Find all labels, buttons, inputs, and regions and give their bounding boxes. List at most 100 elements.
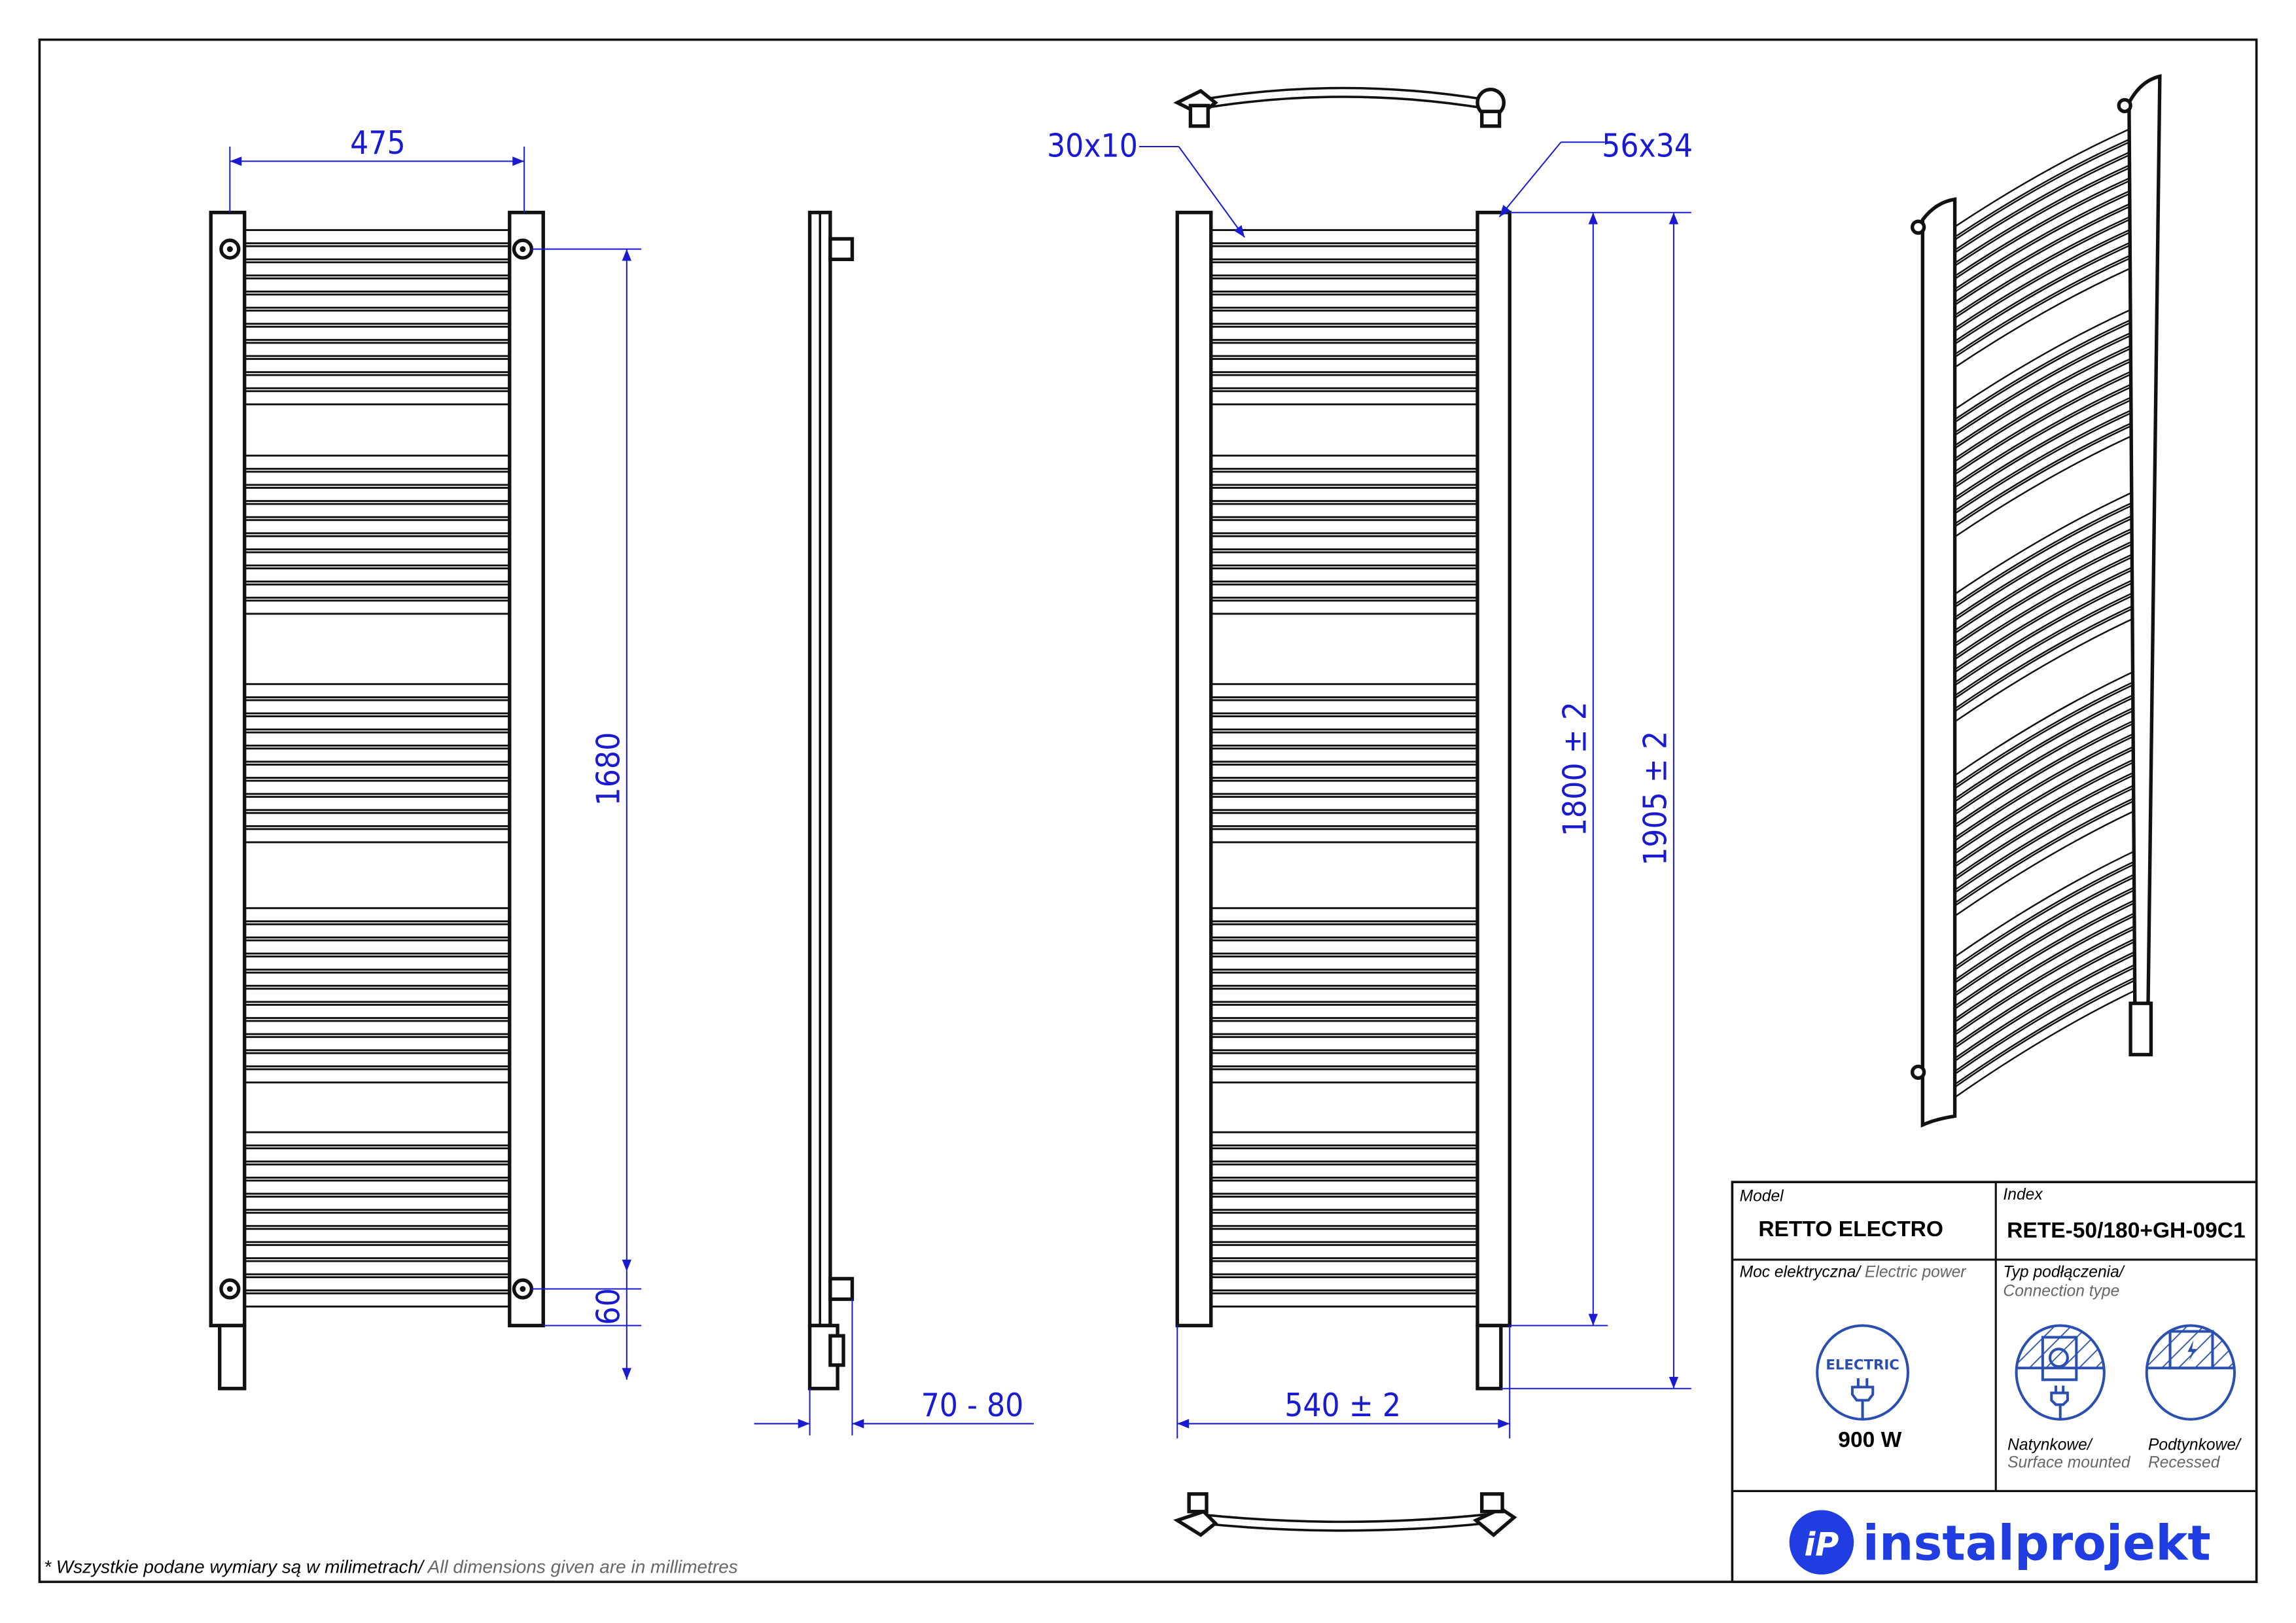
rung (1210, 763, 1479, 779)
rung (1210, 1228, 1479, 1243)
dim-1680: 1680 (590, 732, 627, 806)
instalprojekt-logo: iP instalprojekt (1789, 1510, 2211, 1575)
rung (243, 374, 511, 389)
rung (1210, 779, 1479, 795)
rung (1210, 747, 1479, 763)
rung (1210, 907, 1479, 923)
rung (1210, 1147, 1479, 1163)
rung (243, 277, 511, 293)
rung (243, 1276, 511, 1292)
rung (1210, 261, 1479, 277)
rung (1210, 1131, 1479, 1147)
svg-text:* Wszystkie podane wymiary są: * Wszystkie podane wymiary są w milimetr… (44, 1557, 738, 1577)
rung (1210, 519, 1479, 535)
bottom-view (1173, 1492, 1517, 1538)
power-label-en: Electric power (1865, 1264, 1967, 1281)
power-label-pl: Moc elektryczna/ (1740, 1264, 1862, 1281)
rung (1210, 715, 1479, 731)
rung (1210, 1003, 1479, 1019)
rung (243, 828, 511, 844)
rung (243, 988, 511, 1003)
rung (243, 261, 511, 277)
rung (243, 1211, 511, 1227)
rung (1210, 1211, 1479, 1227)
rung (243, 796, 511, 812)
rung (1210, 245, 1479, 260)
rung (243, 1131, 511, 1147)
rear-view: 30x10 56x34 1800 ± 2 1905 ± 2 540 ± 2 (1047, 86, 1693, 1538)
rung (243, 503, 511, 518)
electric-plug-icon: ELECTRIC (1816, 1324, 1909, 1421)
rung (1210, 971, 1479, 987)
rung (1210, 583, 1479, 599)
rung (243, 939, 511, 955)
rung (243, 1036, 511, 1052)
dim-60: 60 (590, 1288, 627, 1325)
surface-label-pl: Natynkowe/ (2007, 1436, 2093, 1454)
footnote-pl: * Wszystkie podane wymiary są w milimetr… (44, 1557, 425, 1577)
dim-depth: 70 - 80 (921, 1386, 1024, 1424)
rung (1210, 1036, 1479, 1052)
rung (1210, 828, 1479, 844)
rung (243, 1292, 511, 1308)
rung (243, 583, 511, 599)
rung (1210, 486, 1479, 503)
rung (243, 955, 511, 971)
rung (243, 1179, 511, 1195)
rung (243, 923, 511, 938)
rung (243, 390, 511, 406)
rung (1210, 955, 1479, 971)
connection-label-pl: Typ podłączenia/ (2003, 1264, 2125, 1281)
front-view-rungs (243, 229, 511, 1308)
rung (243, 535, 511, 550)
model-label: Model (1740, 1187, 1785, 1205)
rung (1210, 1292, 1479, 1308)
rung (243, 683, 511, 698)
rung (1210, 454, 1479, 470)
recessed-label-en: Recessed (2148, 1454, 2221, 1472)
rear-view-rungs (1210, 229, 1479, 1308)
rung (1210, 1020, 1479, 1035)
svg-text:instalprojekt: instalprojekt (1863, 1516, 2211, 1572)
rung (243, 699, 511, 715)
rung (243, 812, 511, 827)
rung (1210, 988, 1479, 1003)
rung (1210, 1052, 1479, 1067)
rung (1210, 277, 1479, 293)
dim-475: 475 (350, 124, 406, 162)
rung (1210, 1276, 1479, 1292)
rung (1210, 939, 1479, 955)
rung (1210, 1243, 1479, 1260)
dim-1800: 1800 ± 2 (1556, 702, 1594, 836)
rung (1210, 731, 1479, 747)
rung (243, 1228, 511, 1243)
footnote-en: All dimensions given are in millimetres (427, 1557, 738, 1577)
rung (1210, 1179, 1479, 1195)
rung (243, 471, 511, 486)
rung (1210, 796, 1479, 812)
rung (243, 551, 511, 567)
front-view: 475 1680 60 (209, 124, 642, 1391)
rung (243, 519, 511, 535)
side-view: 70 - 80 (754, 211, 1034, 1436)
rung (1210, 1163, 1479, 1179)
rung (1210, 699, 1479, 715)
rung (243, 454, 511, 470)
rung (243, 1003, 511, 1019)
connection-label-en: Connection type (2003, 1283, 2119, 1300)
rung (243, 229, 511, 245)
rung (1210, 923, 1479, 938)
surface-mounted-socket-icon (2015, 1324, 2106, 1421)
rung (1210, 293, 1479, 309)
rung (243, 1163, 511, 1179)
rung (243, 567, 511, 583)
rung (243, 486, 511, 503)
rung (243, 310, 511, 325)
label-rung-profile: 30x10 (1047, 127, 1138, 165)
left-post (209, 211, 247, 1328)
rung (1210, 374, 1479, 389)
rung (1210, 390, 1479, 406)
rung (243, 358, 511, 374)
rung (1210, 229, 1479, 245)
label-post-profile: 56x34 (1602, 127, 1693, 165)
